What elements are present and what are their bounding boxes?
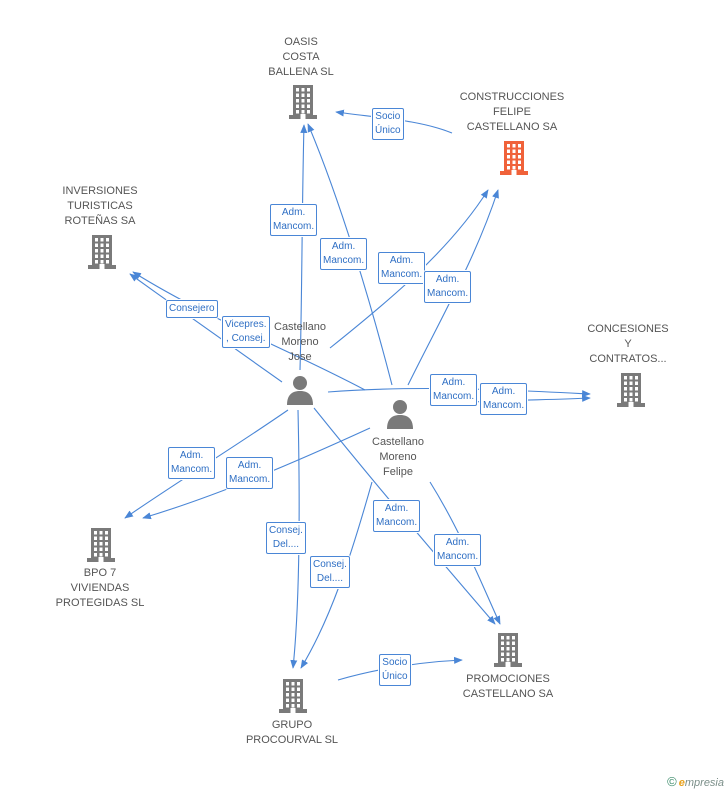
node-label-inversiones[interactable]: INVERSIONES TURISTICAS ROTEÑAS SA <box>62 185 138 227</box>
building-icon-inversiones[interactable] <box>86 235 118 274</box>
building-icon-oasis[interactable] <box>287 85 319 124</box>
edge-label-adm-felipe-bpo[interactable]: Adm. Mancom. <box>226 457 274 489</box>
building-icon-construcciones[interactable] <box>498 141 530 180</box>
brand-name: mpresia <box>684 777 724 789</box>
edge-label-consej-jose-grupo[interactable]: Consej. Del.... <box>266 522 306 554</box>
edge-label-adm-felipe-concesiones[interactable]: Adm. Mancom. <box>480 383 528 415</box>
node-label-promociones[interactable]: PROMOCIONES CASTELLANO SA <box>462 673 554 700</box>
building-icon-concesiones[interactable] <box>615 373 647 412</box>
person-icon-felipe[interactable] <box>385 399 415 434</box>
edge-label-consej-felipe-grupo[interactable]: Consej. Del.... <box>310 556 350 588</box>
node-label-jose[interactable]: Castellano Moreno Jose <box>274 321 326 363</box>
node-label-construcciones[interactable]: CONSTRUCCIONES FELIPE CASTELLANO SA <box>459 91 565 133</box>
edge-label-adm-felipe-promociones[interactable]: Adm. Mancom. <box>434 534 482 566</box>
node-label-grupo[interactable]: GRUPO PROCOURVAL SL <box>245 719 339 746</box>
edge-label-adm-jose-bpo[interactable]: Adm. Mancom. <box>168 447 216 479</box>
edge-label-adm-jose-promociones[interactable]: Adm. Mancom. <box>373 500 421 532</box>
edge-label-socio-unico-promociones[interactable]: Socio Único <box>379 654 411 686</box>
building-icon-bpo[interactable] <box>85 528 117 567</box>
edge-label-vicepres-inversiones[interactable]: Vicepres. , Consej. <box>222 316 270 348</box>
copyright-symbol: © <box>667 774 677 789</box>
brand-initial: e <box>678 777 685 789</box>
edge-label-adm-felipe-construcciones[interactable]: Adm. Mancom. <box>424 271 472 303</box>
node-label-felipe[interactable]: Castellano Moreno Felipe <box>372 436 424 478</box>
node-label-oasis[interactable]: OASIS COSTA BALLENA SL <box>268 36 334 78</box>
edge-label-adm-felipe-oasis[interactable]: Adm. Mancom. <box>320 238 368 270</box>
edge-label-adm-jose-concesiones[interactable]: Adm. Mancom. <box>430 374 478 406</box>
edge-label-consejero-inversiones[interactable]: Consejero <box>166 300 218 318</box>
footer-brand[interactable]: ©empresia <box>667 774 724 789</box>
person-icon-jose[interactable] <box>285 375 315 410</box>
node-label-bpo[interactable]: BPO 7 VIVIENDAS PROTEGIDAS SL <box>55 567 145 609</box>
building-icon-grupo[interactable] <box>277 679 309 718</box>
edge-line-consejero-inversiones <box>129 273 283 383</box>
edge-label-adm-jose-oasis[interactable]: Adm. Mancom. <box>270 204 318 236</box>
edge-line-adm-jose-oasis <box>299 124 308 371</box>
edge-label-socio-unico-oasis[interactable]: Socio Único <box>372 108 404 140</box>
node-label-concesiones[interactable]: CONCESIONES Y CONTRATOS... <box>587 323 669 365</box>
building-icon-promociones[interactable] <box>492 633 524 672</box>
edge-label-adm-jose-construcciones[interactable]: Adm. Mancom. <box>378 252 426 284</box>
